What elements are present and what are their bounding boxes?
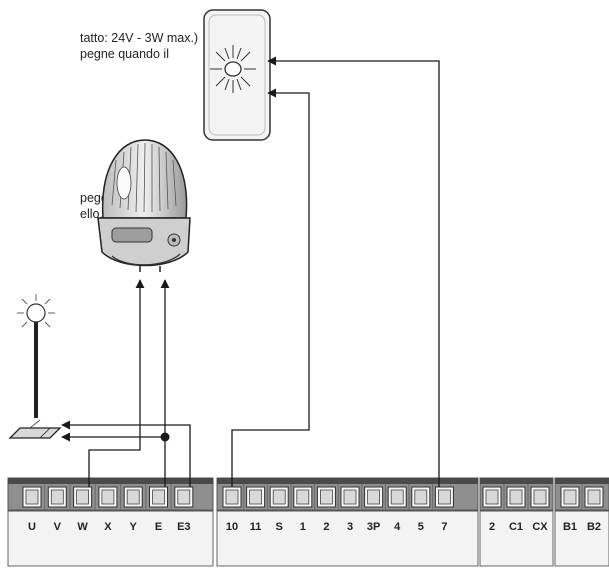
note-indicator-light: tatto: 24V - 3W max.) pegne quando il [80, 30, 198, 62]
terminal-screw [434, 486, 454, 508]
terminal-screw [22, 486, 42, 508]
terminal-label: W [77, 521, 88, 533]
terminal-block-b: 10 11 S 1 2 3 3P 4 5 7 [216, 477, 479, 567]
terminal-screw [411, 486, 431, 508]
terminal-screw [387, 486, 407, 508]
terminal-label: 11 [250, 521, 262, 533]
terminal-block-a: U V W X Y E E3 [7, 477, 214, 567]
terminal-label: B1 [563, 521, 577, 533]
terminal-screw [560, 486, 580, 508]
terminal-label: E3 [177, 521, 190, 533]
terminal-label: 7 [441, 521, 447, 533]
terminal-label: U [28, 521, 36, 533]
wiring [61, 56, 440, 487]
terminal-label: 10 [226, 521, 238, 533]
terminal-block-d: B1 B2 [554, 477, 609, 567]
lamp-icon [97, 139, 191, 272]
terminal-label: X [104, 521, 112, 533]
terminal-screw [364, 486, 384, 508]
terminal-label: 2 [489, 521, 495, 533]
terminal-blocks: U V W X Y E E3 10 11 S 1 2 3 3P 4 5 7 2 C1 CX B1 B2 [7, 477, 609, 567]
terminal-screw [482, 486, 502, 508]
terminal-label: 5 [418, 521, 424, 533]
wire-5-to-light [267, 56, 440, 487]
terminal-screw [174, 486, 194, 508]
terminal-screw [269, 486, 289, 508]
wire-e3-to-post [61, 420, 191, 487]
note-line: tatto: 24V - 3W max.) [80, 31, 199, 45]
terminal-screw [47, 486, 67, 508]
lamp-post-icon [17, 294, 55, 418]
terminal-label: V [54, 521, 62, 533]
terminal-label: C1 [509, 521, 523, 533]
warning-light-icon [203, 9, 271, 141]
terminal-label: CX [532, 521, 548, 533]
terminal-label: 4 [394, 521, 401, 533]
terminal-label: 3P [367, 521, 380, 533]
terminal-screw [73, 486, 93, 508]
terminal-screw [123, 486, 143, 508]
terminal-label: E [155, 521, 162, 533]
wire-w-to-lamp [88, 279, 145, 487]
terminal-screw [584, 486, 604, 508]
terminal-screw [293, 486, 313, 508]
terminal-label: Y [130, 521, 138, 533]
terminal-label: B2 [587, 521, 601, 533]
junction-dot [160, 432, 170, 442]
wire-10-to-light [231, 88, 310, 487]
terminal-screw [530, 486, 550, 508]
terminal-screw [506, 486, 526, 508]
terminal-block-c: 2 C1 CX [479, 477, 554, 567]
terminal-screw [316, 486, 336, 508]
note-line: pegne quando il [80, 47, 169, 61]
terminal-screw [246, 486, 266, 508]
terminal-screw [98, 486, 118, 508]
terminal-label: S [276, 521, 283, 533]
terminal-label: 3 [347, 521, 353, 533]
terminal-label: 2 [323, 521, 329, 533]
ground-plate-icon [8, 419, 62, 439]
terminal-screw [340, 486, 360, 508]
terminal-label: 1 [300, 521, 306, 533]
terminal-screw [149, 486, 168, 508]
terminal-screw [222, 486, 242, 508]
